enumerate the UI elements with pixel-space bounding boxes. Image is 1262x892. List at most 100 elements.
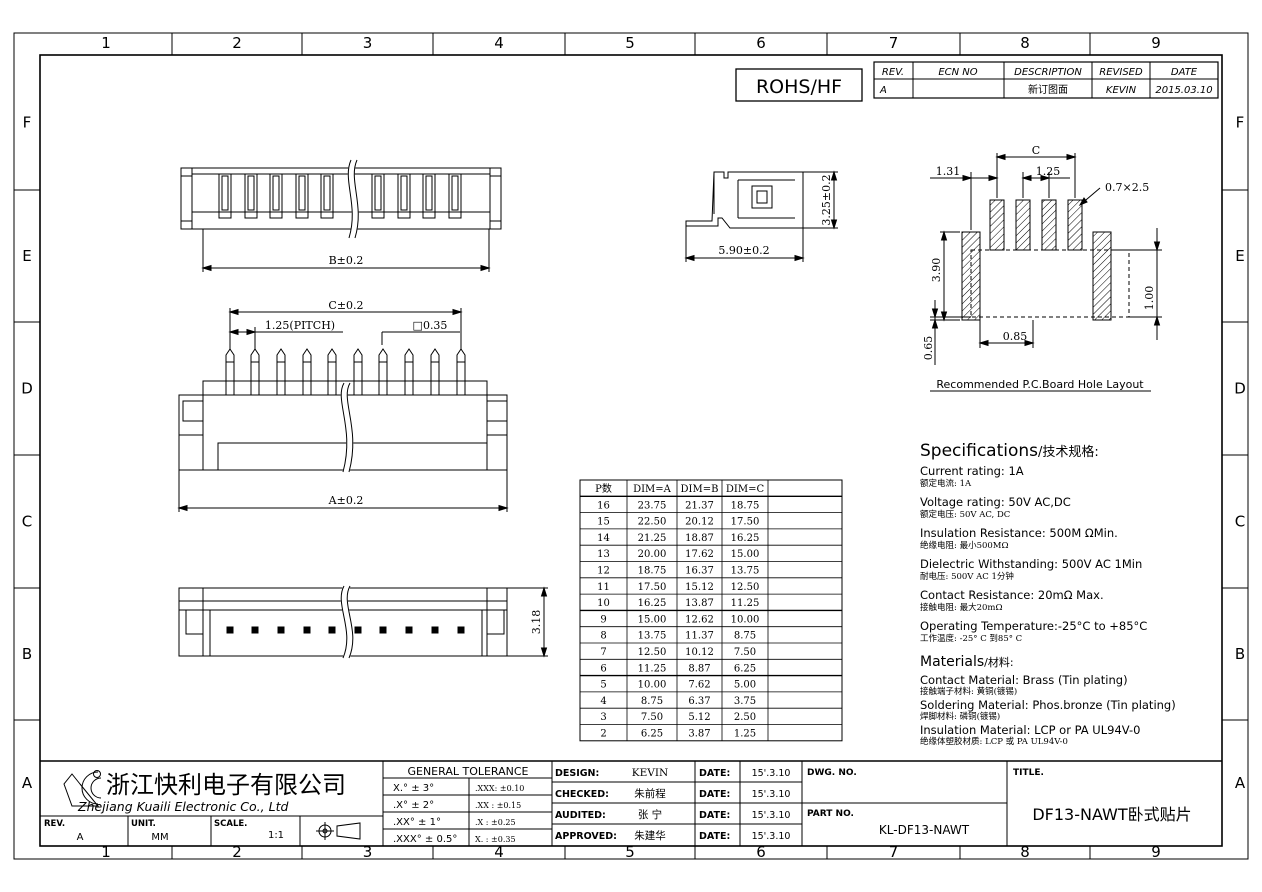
table-cell: 13.75: [638, 631, 667, 642]
spec-item-cn: 额定电压: 50V AC, DC: [920, 509, 1010, 520]
bottom-height-label: 3.18: [530, 610, 543, 635]
table-cell: 11: [597, 582, 610, 593]
angle-tolerance: .XXX° ± 0.5°: [393, 834, 457, 845]
angle-tolerance: .X° ± 2°: [393, 800, 434, 811]
table-cell: 2: [600, 729, 606, 740]
terminal-pin: [448, 173, 462, 219]
terminal-pin: [371, 173, 385, 219]
unit-value: MM: [151, 832, 168, 843]
linear-tolerance: .X : ±0.25: [475, 818, 516, 827]
approved-value: 朱建华: [634, 829, 666, 842]
spec-item: Dielectric Withstanding: 500V AC 1Min: [920, 557, 1142, 571]
checked-value: 朱前程: [634, 787, 666, 800]
table-cell: 17.50: [731, 517, 760, 528]
pcb-100-label: 1.00: [1143, 286, 1156, 311]
table-cell: 1.25: [734, 729, 756, 740]
spec-item: Contact Resistance: 20mΩ Max.: [920, 588, 1104, 602]
terminal-pad: [405, 626, 413, 634]
column-marker: 8: [1020, 843, 1030, 861]
row-marker: D: [1234, 380, 1246, 398]
revised-value: KEVIN: [1106, 85, 1137, 96]
terminal-pin: [269, 173, 283, 219]
title-block: [40, 760, 1222, 846]
terminal-pin: [400, 175, 408, 211]
table-cell: 7.50: [641, 712, 663, 723]
table-header: DIM=C: [726, 484, 765, 495]
terminal-pin: [272, 175, 280, 211]
terminal-pin: [244, 173, 258, 219]
column-marker: 3: [363, 843, 373, 861]
material-item: Soldering Material: Phos.bronze (Tin pla…: [920, 698, 1176, 712]
column-marker: 3: [363, 34, 373, 52]
side-view: [684, 170, 838, 262]
terminal-pin: [320, 173, 334, 219]
date-value: 15'.3.10: [752, 768, 791, 779]
date-header: DATE: [1171, 67, 1198, 78]
terminal-pad: [328, 626, 336, 634]
table-cell: 13.75: [731, 566, 760, 577]
terminal-pad: [226, 626, 234, 634]
column-marker: 9: [1151, 843, 1161, 861]
terminal-pin: [298, 175, 306, 211]
terminal-pin: [218, 173, 232, 219]
table-cell: 4: [600, 696, 606, 707]
table-cell: 8: [600, 631, 606, 642]
row-marker: E: [1235, 247, 1244, 265]
spec-item-cn: 绝缘电阻: 最小500MΩ: [920, 540, 1009, 551]
rev-label: REV.: [44, 819, 65, 829]
row-marker: F: [23, 114, 32, 132]
top-view: [180, 158, 502, 272]
terminal-pad: [354, 626, 362, 634]
checked-label: CHECKED:: [555, 789, 609, 800]
pcb-065-label: 0.65: [922, 336, 935, 361]
rohs-box: ROHS/HF: [735, 68, 863, 102]
material-item: Contact Material: Brass (Tin plating): [920, 673, 1128, 687]
pcb-c-label: C: [1032, 144, 1040, 157]
table-cell: 8.75: [734, 631, 756, 642]
terminal-pin: [295, 173, 309, 219]
design-label: DESIGN:: [555, 768, 599, 779]
terminal-pad: [457, 626, 465, 634]
column-marker: 1: [101, 843, 111, 861]
table-cell: 9: [600, 614, 606, 625]
table-cell: 8.75: [641, 696, 663, 707]
table-cell: 12.50: [731, 582, 760, 593]
table-cell: 20.12: [685, 517, 714, 528]
terminal-pad: [379, 626, 387, 634]
table-cell: 2.50: [734, 712, 756, 723]
terminal-pin: [327, 348, 337, 395]
terminal-pin: [425, 175, 433, 211]
pcb-390-label: 3.90: [930, 258, 943, 283]
pitch-label: 1.25(PITCH): [265, 319, 335, 332]
table-cell: 6: [600, 663, 606, 674]
table-cell: 14: [597, 533, 610, 544]
terminal-pin: [302, 348, 312, 395]
pcb-layout: [930, 153, 1162, 392]
column-marker: 6: [756, 843, 766, 861]
part-no-value: KL-DF13-NAWT: [879, 823, 970, 837]
rohs-label: ROHS/HF: [756, 76, 842, 98]
terminal-pin: [456, 348, 466, 395]
terminal-pin: [323, 175, 331, 211]
table-cell: 13.87: [685, 598, 714, 609]
specifications: Specifications/技术规格: Current rating: 1A额…: [920, 441, 1176, 747]
terminal-pin: [353, 348, 363, 395]
scale-value: 1:1: [268, 830, 284, 841]
column-marker: 8: [1020, 34, 1030, 52]
table-cell: 15.12: [685, 582, 714, 593]
spec-item: Voltage rating: 50V AC,DC: [920, 495, 1071, 509]
pin-size-label: □0.35: [413, 319, 448, 332]
design-value: KEVIN: [632, 767, 668, 779]
spec-item: Operating Temperature:-25°C to +85°C: [920, 619, 1147, 633]
spec-item-cn: 接触电阻: 最大20mΩ: [920, 602, 1003, 613]
side-width-label: 5.90±0.2: [718, 244, 769, 257]
company-name-en: Zhejiang Kuaili Electronic Co., Ltd: [77, 799, 288, 814]
terminal-pad: [277, 626, 285, 634]
pcb-07x25-label: 0.7×2.5: [1105, 181, 1149, 194]
table-cell: 21.37: [685, 500, 714, 511]
table-cell: 7.50: [734, 647, 756, 658]
terminal-pin: [397, 173, 411, 219]
linear-tolerance: X. : ±0.35: [475, 835, 516, 844]
date-value: 2015.03.10: [1155, 85, 1212, 96]
rev-value: A: [77, 832, 84, 843]
